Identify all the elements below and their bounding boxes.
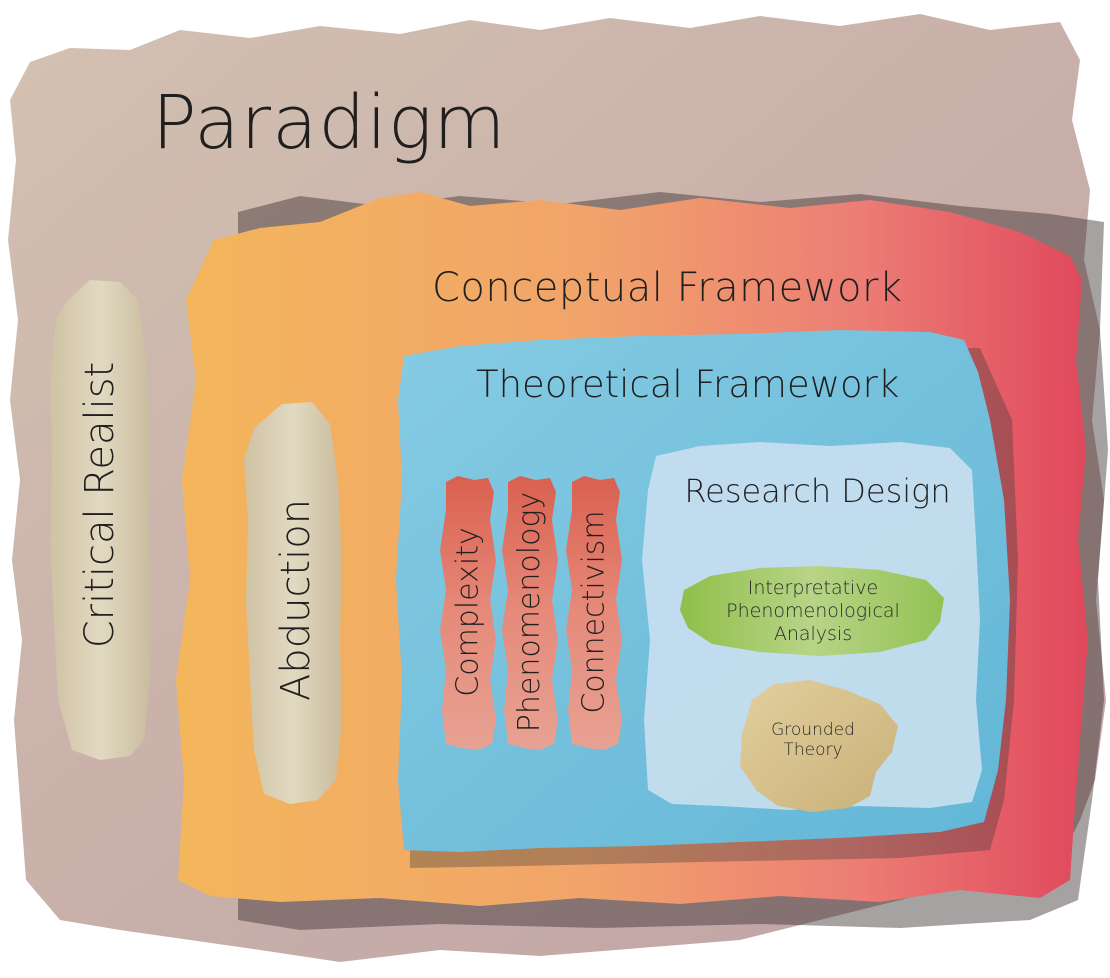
grounded-theory-label: Grounded Theory (771, 720, 855, 761)
complexity-pillar (440, 476, 496, 750)
critical-realist-label: Critical Realist (77, 361, 124, 649)
paradigm-title: Paradigm (152, 80, 507, 166)
theoretical-framework-title: Theoretical Framework (476, 363, 900, 406)
abduction-pill (244, 402, 342, 804)
ipa-blob (680, 566, 944, 656)
research-design-title: Research Design (684, 472, 951, 510)
grounded-theory-blob (740, 680, 898, 812)
abduction-label: Abduction (273, 498, 320, 702)
complexity-label: Complexity (450, 527, 486, 697)
phenomenology-pillar (502, 476, 558, 750)
ipa-label: Interpretative Phenomenological Analysis (726, 577, 900, 645)
connectivism-label: Connectivism (576, 510, 612, 714)
phenomenology-label: Phenomenology (512, 491, 548, 733)
conceptual-framework-title: Conceptual Framework (432, 265, 903, 311)
connectivism-pillar (566, 476, 622, 750)
critical-realist-pill (50, 280, 152, 760)
